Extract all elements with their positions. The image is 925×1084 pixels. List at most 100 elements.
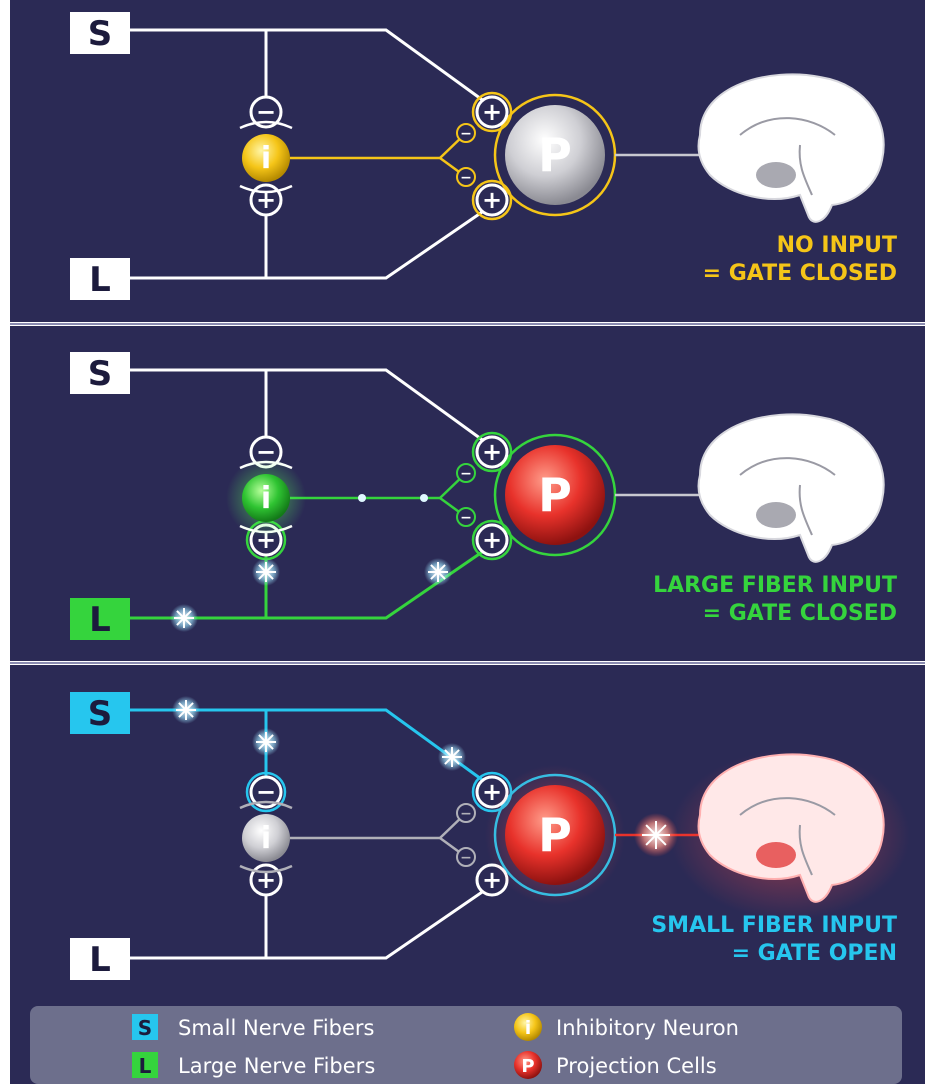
- brain-outline: [697, 73, 885, 223]
- projection-large-synapse-outline: [471, 179, 513, 221]
- large-fiber-input-box: [70, 938, 130, 980]
- projection-small-synapse-sign: +: [482, 98, 502, 126]
- brain-icon: [697, 73, 885, 223]
- small-fiber-wire: [130, 368, 489, 446]
- signal-burst: [438, 743, 466, 771]
- projection-small-synapse: +: [471, 431, 513, 473]
- projection-large-synapse-sign: +: [482, 186, 502, 214]
- interneuron-inhibit-synapse-sign: −: [256, 98, 276, 126]
- legend: S Small Nerve Fibers L Large Nerve Fiber…: [30, 1006, 902, 1084]
- projection-cell: [505, 445, 605, 545]
- projection-small-synapse-outline: [471, 91, 513, 133]
- interneuron-excite-synapse-sign: +: [256, 186, 276, 214]
- interneuron-inhibit-synapse: −: [249, 95, 283, 129]
- small-fiber-letter: S: [88, 694, 113, 734]
- projection-inhibit-upper-sign: −: [460, 126, 472, 142]
- interneuron-cell: [242, 814, 290, 862]
- projection-inhibit-lower: [456, 507, 476, 527]
- interneuron-excite-synapse: +: [249, 183, 283, 217]
- brain-outline: [697, 413, 885, 563]
- interneuron-bracket-top: [239, 800, 293, 810]
- projection-large-synapse-outline: [471, 519, 513, 561]
- legend-large-letter: L: [139, 1054, 152, 1078]
- brain-cerebellum: [756, 842, 796, 868]
- small-fiber-input-box: [70, 692, 130, 734]
- legend-box: [30, 1006, 902, 1084]
- large-fiber-wire: [130, 546, 489, 620]
- brain-cerebellum: [756, 162, 796, 188]
- small-fiber-wire: [130, 28, 489, 106]
- projection-small-synapse-outline: [471, 431, 513, 473]
- small-fiber-input-box: [70, 352, 130, 394]
- legend-large-swatch: [132, 1052, 158, 1078]
- projection-small-synapse-ring: [475, 95, 509, 129]
- projection-large-synapse-sign: +: [482, 526, 502, 554]
- panel-caption-line2: = GATE CLOSED: [703, 261, 897, 286]
- small-fiber-letter: S: [88, 14, 113, 54]
- interneuron-inhibit-synapse-outline: [245, 771, 287, 813]
- projection-cell: [505, 105, 605, 205]
- projection-inhibit-upper-sign: −: [460, 806, 472, 822]
- signal-burst: [252, 728, 280, 756]
- large-fiber-input-box: [70, 258, 130, 300]
- brain-outline: [697, 753, 885, 903]
- projection-small-synapse-sign: +: [482, 438, 502, 466]
- panel-caption-line1: LARGE FIBER INPUT: [653, 573, 897, 598]
- legend-small-letter: S: [138, 1016, 152, 1040]
- brain-fold: [739, 117, 836, 136]
- interneuron-letter: i: [261, 141, 271, 176]
- projection-inhibit-upper-sign: −: [460, 466, 472, 482]
- legend-projection-label: Projection Cells: [556, 1054, 717, 1078]
- interneuron-cell: [242, 134, 290, 182]
- legend-small-swatch: [132, 1014, 158, 1040]
- signal-burst-red: [634, 813, 678, 857]
- interneuron-letter: i: [261, 821, 271, 856]
- projection-inhibit-upper: [456, 463, 476, 483]
- brain-cerebellum: [756, 502, 796, 528]
- projection-inhibit-upper: [456, 803, 476, 823]
- interneuron-bracket-bottom: [239, 864, 293, 874]
- interneuron-inhibit-synapse: −: [245, 771, 287, 813]
- large-fiber-letter: L: [89, 260, 111, 300]
- projection-inhibit-lower: [456, 847, 476, 867]
- large-fiber-wire: [130, 206, 489, 280]
- large-fiber-wire: [130, 886, 489, 960]
- projection-cell: [505, 785, 605, 885]
- interneuron-bracket-bottom: [239, 184, 293, 194]
- brain-fold: [739, 797, 836, 816]
- panel-caption-line1: NO INPUT: [777, 233, 897, 258]
- panel-caption-line2: = GATE CLOSED: [703, 601, 897, 626]
- panel-caption-line2: = GATE OPEN: [732, 941, 897, 966]
- signal-ray: [645, 824, 667, 846]
- signal-pulse: [358, 494, 366, 502]
- brain-icon: [670, 750, 910, 920]
- interneuron-inhibit-synapse-sign: −: [256, 778, 276, 806]
- signal-ray: [176, 610, 192, 626]
- legend-projection-letter: P: [521, 1056, 534, 1077]
- projection-small-synapse: +: [471, 91, 513, 133]
- projection-small-synapse-ring: [475, 435, 509, 469]
- signal-burst: [170, 604, 198, 632]
- projection-large-synapse-ring: [475, 523, 509, 557]
- signal-ray: [178, 702, 194, 718]
- signal-burst: [424, 558, 452, 586]
- projection-inhibit-lower: [456, 167, 476, 187]
- projection-letter: P: [538, 808, 572, 862]
- signal-ray: [258, 564, 274, 580]
- interneuron-excite-synapse: +: [249, 863, 283, 897]
- projection-large-synapse: +: [471, 179, 513, 221]
- projection-large-synapse-ring: [475, 183, 509, 217]
- large-fiber-input-box: [70, 598, 130, 640]
- signal-burst: [252, 558, 280, 586]
- brain-icon: [697, 413, 885, 563]
- legend-large-label: Large Nerve Fibers: [178, 1054, 375, 1078]
- legend-inhibitory-icon: [514, 1013, 542, 1041]
- interneuron-inhibit-synapse-ring: [249, 95, 283, 129]
- brain-stem-line: [798, 484, 813, 536]
- large-fiber-letter: L: [89, 600, 111, 640]
- small-fiber-input-box: [70, 12, 130, 54]
